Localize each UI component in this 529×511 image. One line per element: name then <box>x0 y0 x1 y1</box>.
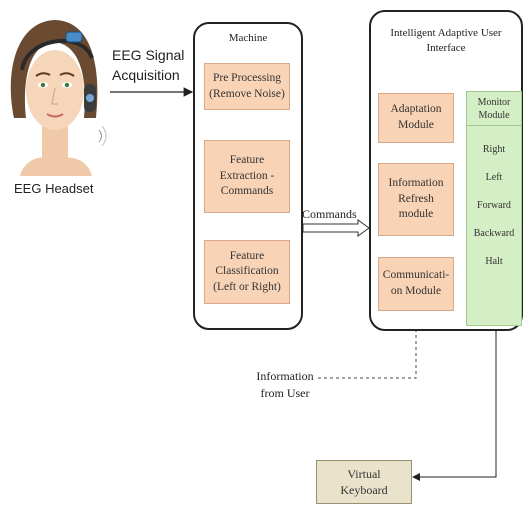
feature-classification-box: Feature Classification (Left or Right) <box>204 240 290 304</box>
monitor-to-keyboard-arrow <box>412 327 497 481</box>
signal-acquisition-label: EEG Signal Acquisition <box>112 46 184 85</box>
communication-module-box: Communicati- on Module <box>378 257 454 311</box>
monitor-module-title: Monitor Module <box>477 97 511 121</box>
information-refresh-box: Information Refresh module <box>378 163 454 236</box>
monitor-item-right: Right <box>482 144 506 155</box>
signal-label-line1: EEG Signal <box>112 47 185 63</box>
adaptation-module-box: Adaptation Module <box>378 93 454 143</box>
interface-title-line2: Interface <box>426 41 466 54</box>
monitor-item-forward: Forward <box>477 200 511 211</box>
interface-title-line1: Intelligent Adaptive User <box>390 27 502 39</box>
user-info-label: Information from User <box>250 368 320 402</box>
headset-caption: EEG Headset <box>14 181 94 196</box>
monitor-item-halt: Halt <box>485 256 503 267</box>
monitor-item-left: Left <box>485 172 503 183</box>
keyboard-line1: Virtual <box>347 466 381 481</box>
machine-title: Machine <box>228 32 268 44</box>
feature-extraction-box: Feature Extraction - Commands <box>204 140 290 213</box>
commands-arrow <box>302 219 370 237</box>
interface-title: Intelligent Adaptive User Interface <box>371 26 521 56</box>
keyboard-line2: Keyboard <box>340 483 388 497</box>
user-info-line1: Information <box>256 369 314 383</box>
signal-label-line2: Acquisition <box>112 66 180 83</box>
monitor-divider <box>467 125 521 126</box>
monitor-item-backward: Backward <box>473 228 515 239</box>
user-info-line2: from User <box>260 385 310 400</box>
commands-label: Commands <box>302 207 357 221</box>
user-info-dashed-connector <box>318 311 420 379</box>
preprocessing-box: Pre Processing (Remove Noise) <box>204 63 290 110</box>
headset-face-icon <box>10 20 107 176</box>
monitor-module-panel <box>466 91 522 326</box>
virtual-keyboard-box: Virtual Keyboard <box>316 460 412 504</box>
